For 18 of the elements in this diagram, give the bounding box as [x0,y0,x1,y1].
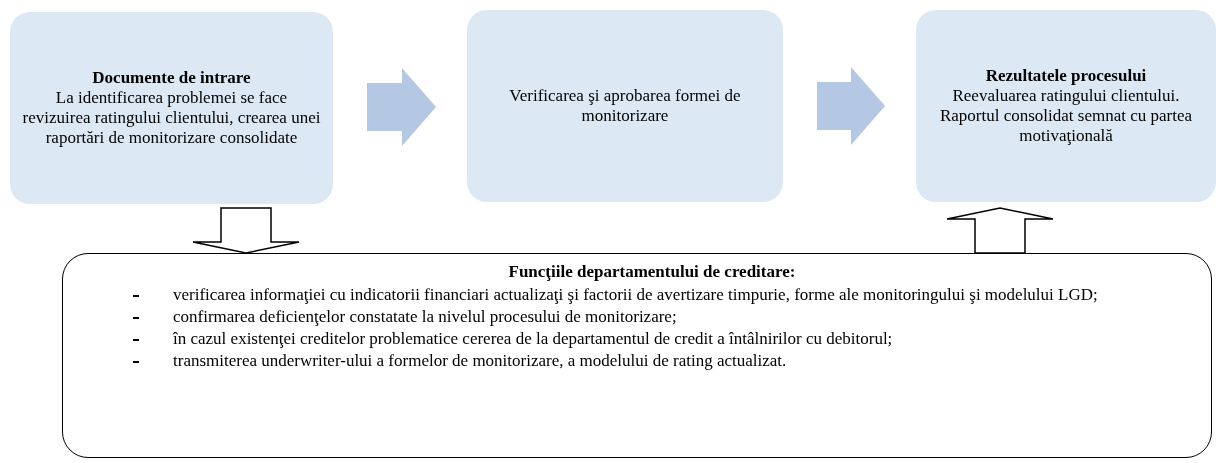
process-box [916,10,1216,202]
process-box [10,12,333,204]
bullet-text: verificarea informaţiei cu indicatorii financiari actualizaţi şi factorii de avertizare timpurie, forme ale monitoringului şi modelului LGD; [173,285,1098,304]
block-arrow [367,68,436,146]
bullet-text: transmiterea underwriter-ului a formelor de monitorizare, a modelului de rating actualizat. [173,351,787,370]
box-heading: Rezultatele procesului [985,66,1147,86]
block-arrow [192,207,300,254]
box-heading: Funcţiile departamentului de creditare: [507,262,797,282]
box-text: Reevaluarea ratingului clientului. Raportul consolidat semnat cu partea motivaţională [938,86,1194,146]
functions-panel [62,253,1212,458]
box-text: Verificarea şi aprobarea formei de monitorizare [508,86,742,126]
bullet-text: confirmarea deficienţelor constatate la nivelul procesului de monitorizare; [173,307,677,326]
block-arrow [946,207,1054,254]
box-heading: Documente de intrare [92,68,251,88]
block-arrow [817,67,885,145]
process-box [467,10,783,202]
box-text: La identificarea problemei se face revizuirea ratingului clientului, crearea unei raportări de monitorizare consolidate [21,88,322,148]
bullet-text: în cazul existenţei creditelor problematice cererea de la departamentul de credit a întâlnirilor cu debitorul; [173,329,893,348]
